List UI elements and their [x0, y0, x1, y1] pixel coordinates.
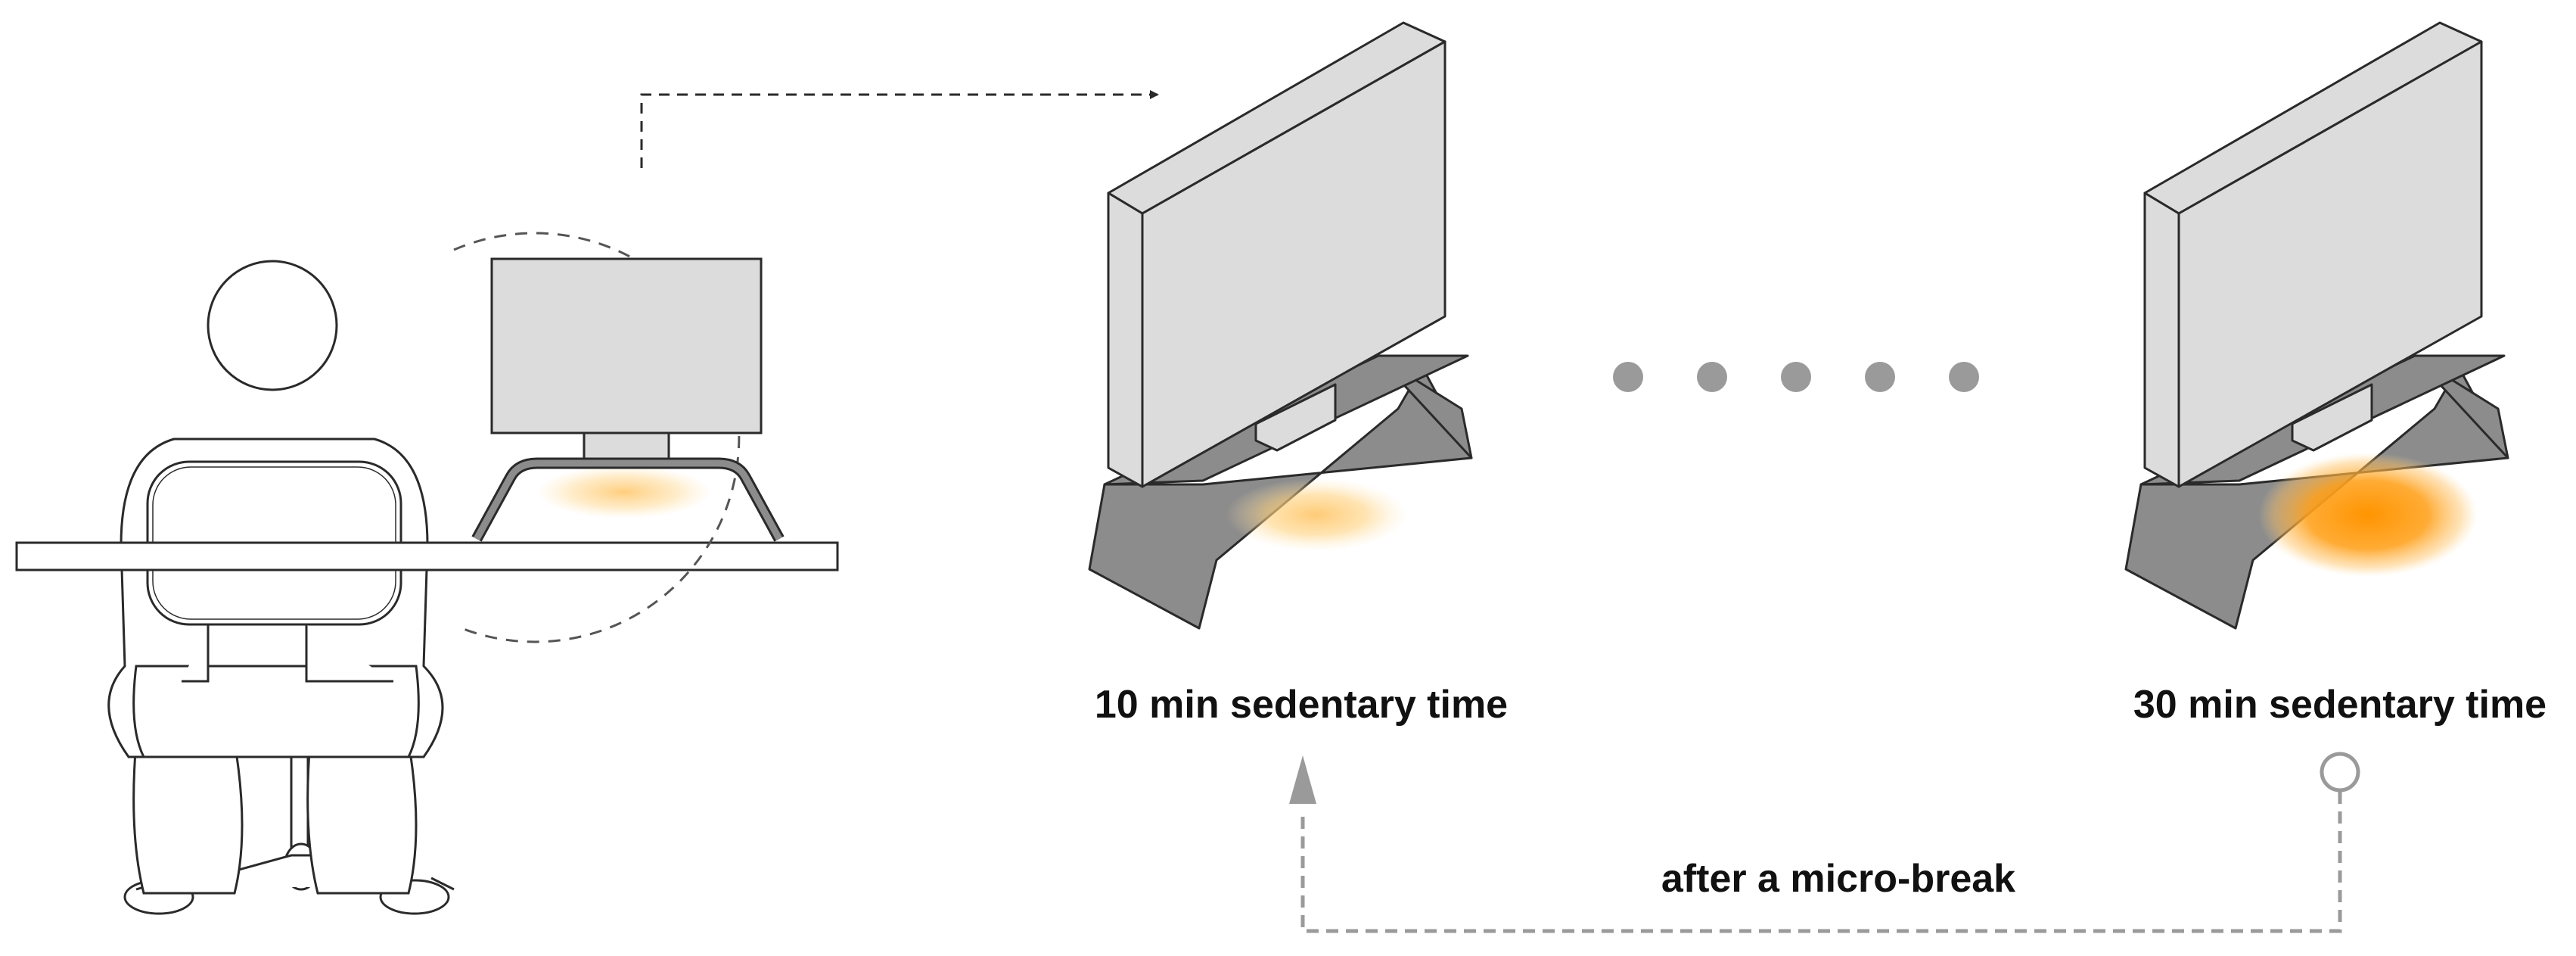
- desk-icon: [15, 541, 839, 571]
- loop-arrow: [1289, 752, 2360, 933]
- monitor-30min-icon: [2124, 21, 2509, 630]
- person-head: [207, 260, 338, 391]
- small-monitor-icon: [471, 257, 785, 542]
- loop-label: after a micro-break: [1661, 857, 2015, 901]
- loop-arrowhead: [1289, 755, 1316, 804]
- person-at-desk-icon: [107, 260, 455, 915]
- loop-start-circle: [2320, 752, 2360, 793]
- stage-10-label: 10 min sedentary time: [1095, 683, 1508, 727]
- zoom-arrow: [640, 90, 1159, 168]
- ellipsis-dots: [1613, 362, 1979, 392]
- stage-30-label: 30 min sedentary time: [2133, 683, 2546, 727]
- monitor-10min-icon: [1088, 21, 1473, 630]
